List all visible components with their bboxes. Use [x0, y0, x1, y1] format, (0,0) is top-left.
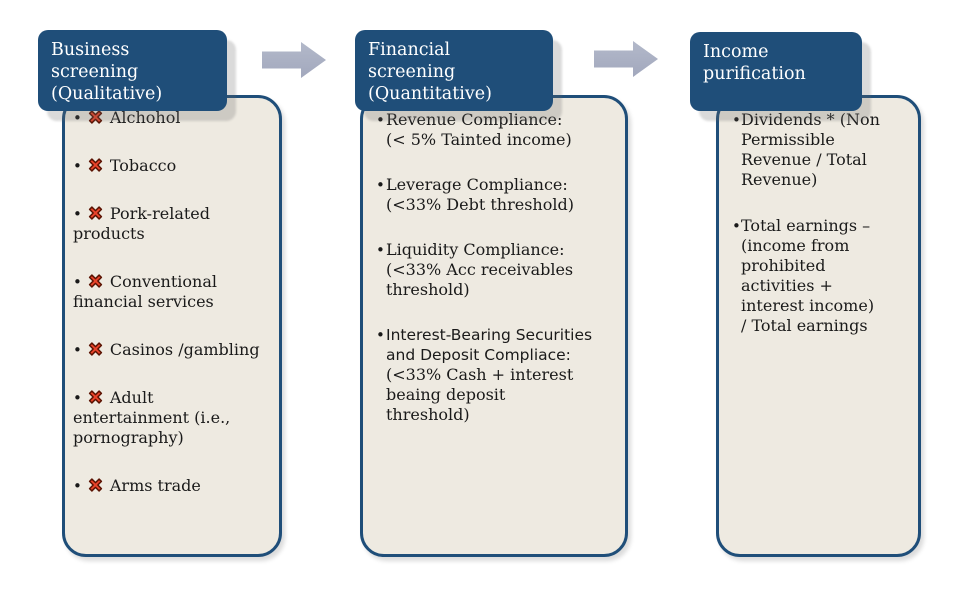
bullet: • — [732, 111, 741, 129]
list-item: •Conventional financial services — [73, 272, 273, 312]
header-business-screening: Business screening (Qualitative) — [38, 30, 227, 111]
compliance-threshold: (< 5% Tainted income) — [386, 130, 572, 149]
compliance-title: Interest-Bearing Securities and Deposit … — [386, 326, 593, 364]
list-item: • Casinos /gambling — [73, 340, 273, 360]
panel-financial-screening: • Revenue Compliance: (< 5% Tainted inco… — [360, 95, 628, 557]
bullet: • — [73, 205, 82, 223]
bullet: • — [376, 326, 385, 344]
compliance-threshold: (<33% Acc receivables threshold) — [386, 260, 574, 299]
panel-income-purification: • Dividends * (Non Permissible Revenue /… — [716, 95, 921, 557]
bullet: • — [73, 157, 82, 175]
bullet: • — [376, 241, 385, 259]
panel-business-screening: •Alchohol •Tobacco •Pork-related product… — [62, 95, 282, 557]
list-item: • Revenue Compliance: (< 5% Tainted inco… — [376, 110, 617, 150]
prohibited-x-icon — [86, 340, 105, 358]
bullet: • — [73, 477, 82, 495]
prohibited-x-icon — [86, 476, 105, 494]
list-item: • Arms trade — [73, 476, 273, 496]
bullet: • — [73, 109, 82, 127]
list-item: • Tobacco — [73, 156, 273, 176]
header-income-purification-label: Income purification — [703, 42, 806, 84]
arrow-right-icon — [592, 40, 660, 78]
list-item: • Leverage Compliance: (<33% Debt thresh… — [376, 175, 617, 215]
list-item-label: Arms trade — [109, 476, 201, 495]
header-financial-screening: Financial screening (Quantitative) — [355, 30, 553, 111]
list-item-label: Adult entertainment (i.e., pornography) — [73, 388, 231, 447]
list-item: • Alchohol — [73, 108, 273, 128]
list-item-label: Pork-related products — [73, 204, 210, 243]
list-item: •Pork-related products — [73, 204, 273, 244]
compliance-title: Liquidity Compliance: — [386, 240, 565, 259]
list-item: • Interest-Bearing Securities and Deposi… — [376, 325, 617, 425]
list-item-label: Alchohol — [109, 108, 181, 127]
compliance-title: Revenue Compliance: — [386, 110, 563, 129]
list-item: • Liquidity Compliance: (<33% Acc receiv… — [376, 240, 617, 300]
list-item-label: Casinos /gambling — [109, 340, 260, 359]
compliance-threshold: (<33% Cash + interest beaing deposit thr… — [386, 365, 574, 424]
bullet: • — [73, 389, 82, 407]
header-income-purification: Income purification — [690, 32, 862, 111]
prohibited-x-icon — [86, 156, 105, 174]
bullet: • — [73, 341, 82, 359]
header-business-screening-label: Business screening (Qualitative) — [51, 40, 163, 104]
list-item: • Total earnings – (income from prohibit… — [732, 216, 910, 336]
bullet: • — [376, 111, 385, 129]
prohibited-x-icon — [86, 272, 105, 290]
purification-formula: Total earnings – (income from prohibited… — [741, 216, 875, 335]
prohibited-x-icon — [86, 388, 105, 406]
bullet: • — [376, 176, 385, 194]
purification-formula: Dividends * (Non Permissible Revenue / T… — [741, 110, 880, 189]
compliance-title: Leverage Compliance: — [386, 175, 568, 194]
prohibited-x-icon — [86, 204, 105, 222]
list-item-label: Tobacco — [109, 156, 177, 175]
list-item: •Adult entertainment (i.e., pornography) — [73, 388, 273, 448]
header-financial-screening-label: Financial screening (Quantitative) — [368, 40, 492, 104]
arrow-right-icon — [262, 41, 326, 79]
bullet: • — [73, 273, 82, 291]
list-item-label: Conventional financial services — [73, 272, 217, 311]
compliance-threshold: (<33% Debt threshold) — [386, 195, 574, 214]
list-item: • Dividends * (Non Permissible Revenue /… — [732, 110, 910, 190]
bullet: • — [732, 217, 741, 235]
